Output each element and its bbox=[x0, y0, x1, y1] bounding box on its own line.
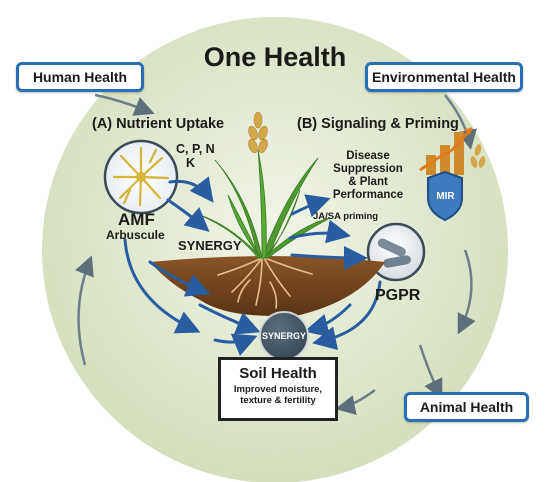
environmental-health-box: Environmental Health bbox=[365, 62, 523, 92]
nutrient-uptake-label: (A) Nutrient Uptake bbox=[92, 116, 225, 132]
soil-mound bbox=[150, 256, 385, 316]
diagram-title: One Health bbox=[203, 42, 347, 72]
signaling-priming-label: (B) Signaling & Priming bbox=[297, 116, 459, 132]
amf-sublabel: Arbuscule bbox=[106, 228, 165, 242]
mir-icon bbox=[419, 126, 486, 222]
plant-roots bbox=[217, 257, 313, 309]
human-health-box: Human Health bbox=[16, 62, 144, 92]
disease-line2: Suppression bbox=[333, 163, 403, 175]
amf-diagram bbox=[103, 139, 179, 215]
soil-health-title: Soil Health bbox=[239, 365, 317, 382]
synergy-circle-label: SYNERGY bbox=[261, 331, 306, 341]
ja-sa-label: JA/SA priming bbox=[313, 211, 379, 222]
nutrients-line2: K bbox=[186, 156, 196, 170]
cycle-arrows bbox=[75, 93, 477, 415]
wheat-head bbox=[248, 111, 268, 154]
plant-leaves bbox=[199, 149, 331, 259]
synergy-label: SYNERGY bbox=[178, 238, 242, 253]
soil-health-line2: texture & fertility bbox=[240, 395, 316, 406]
amf-label: AMF bbox=[118, 210, 155, 229]
disease-line3: & Plant bbox=[348, 176, 388, 188]
soil-health-box: Soil Health Improved moisture, texture &… bbox=[218, 357, 338, 421]
flow-arrows bbox=[123, 176, 382, 356]
mir-label: MIR bbox=[436, 191, 455, 202]
disease-suppression-text: Disease Suppression & Plant Performance bbox=[318, 150, 418, 202]
animal-health-box: Animal Health bbox=[404, 392, 529, 422]
disease-line1: Disease bbox=[346, 150, 390, 162]
nutrients-line1: C, P, N bbox=[176, 142, 215, 156]
disease-line4: Performance bbox=[332, 189, 404, 201]
soil-health-line1: Improved moisture, bbox=[233, 384, 323, 395]
synergy-circle: SYNERGY bbox=[259, 311, 309, 361]
pgpr-label: PGPR bbox=[375, 287, 421, 304]
